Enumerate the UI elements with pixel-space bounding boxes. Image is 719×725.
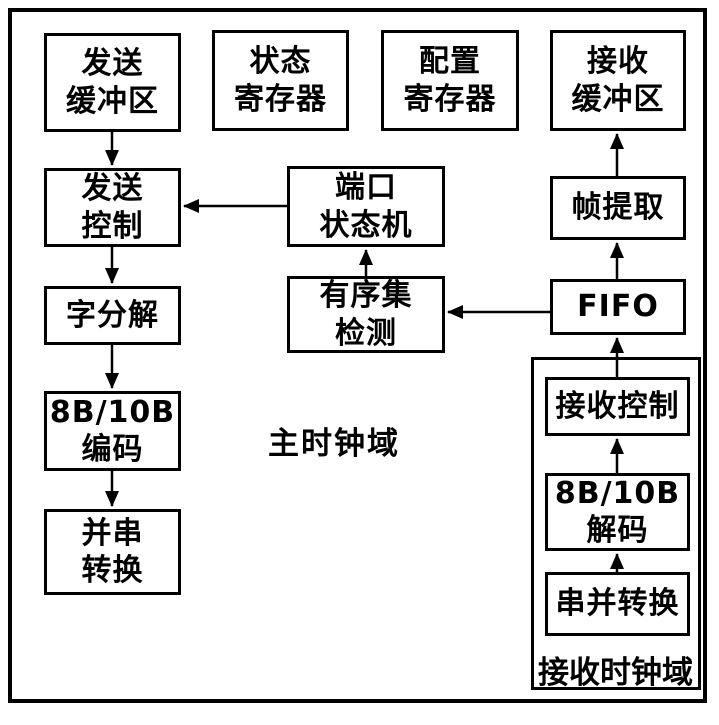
box-port-state-machine: 端口 状态机 [287, 166, 445, 247]
status-register-label: 状态 寄存器 [234, 44, 327, 117]
box-8b10b-encoder: 8B/10B 编码 [44, 391, 181, 471]
word-split-label: 字分解 [66, 297, 159, 333]
box-parallel-to-serial: 并串 转换 [44, 509, 181, 595]
send-control-label: 发送 控制 [81, 171, 144, 244]
frame-extract-label: 帧提取 [571, 190, 665, 226]
receive-clock-domain-label: 接收时钟域 [538, 655, 693, 691]
8b10b-encoder-label: 8B/10B 编码 [49, 394, 176, 468]
receive-buffer-label: 接收 缓冲区 [571, 44, 665, 117]
receive-control-label: 接收控制 [555, 388, 680, 424]
8b10b-decoder-label: 8B/10B 解码 [554, 475, 681, 549]
config-register-label: 配置 寄存器 [403, 44, 497, 117]
box-fifo: FIFO [550, 279, 686, 335]
ordered-set-detect-label: 有序集 检测 [319, 278, 413, 351]
main-clock-domain-border [8, 8, 707, 703]
box-frame-extract: 帧提取 [550, 176, 686, 240]
port-state-machine-label: 端口 状态机 [319, 170, 413, 243]
box-receive-control: 接收控制 [545, 377, 690, 436]
parallel-to-serial-label: 并串 转换 [81, 515, 144, 589]
box-status-register: 状态 寄存器 [212, 30, 349, 131]
box-send-control: 发送 控制 [44, 168, 181, 247]
box-serial-to-parallel: 串并转换 [545, 572, 690, 636]
main-clock-domain-label: 主时钟域 [268, 426, 400, 462]
serial-to-parallel-label: 串并转换 [555, 586, 680, 622]
box-receive-buffer: 接收 缓冲区 [550, 30, 686, 131]
box-8b10b-decoder: 8B/10B 解码 [545, 473, 690, 551]
box-send-buffer: 发送 缓冲区 [44, 33, 181, 132]
box-config-register: 配置 寄存器 [381, 30, 519, 131]
box-ordered-set-detect: 有序集 检测 [287, 276, 445, 353]
fifo-label: FIFO [577, 289, 659, 325]
send-buffer-label: 发送 缓冲区 [66, 46, 159, 119]
box-word-split: 字分解 [44, 286, 181, 345]
